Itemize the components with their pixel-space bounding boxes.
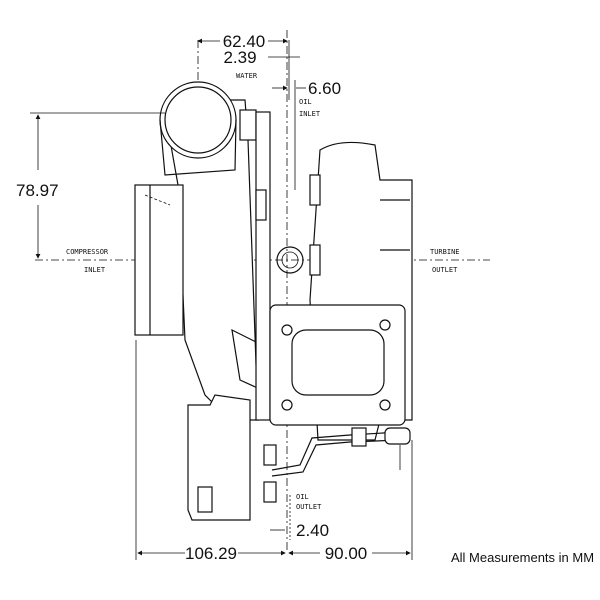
label-oil-inlet-2: INLET bbox=[299, 110, 321, 118]
label-compressor: COMPRESSOR bbox=[66, 248, 109, 256]
compressor-housing bbox=[134, 81, 263, 421]
center-housing bbox=[255, 111, 304, 421]
turbine-housing bbox=[269, 141, 413, 441]
dim-78-97: 78.97 bbox=[16, 181, 59, 200]
measurement-note: All Measurements in MM bbox=[451, 550, 594, 565]
dim-6-60: 6.60 bbox=[308, 79, 341, 98]
oil-port-circle bbox=[276, 246, 304, 274]
oil-outlet-assembly bbox=[187, 394, 411, 521]
label-water: WATER bbox=[236, 72, 258, 80]
dim-2-39: 2.39 bbox=[223, 48, 256, 67]
dim-90-00: 90.00 bbox=[325, 544, 368, 563]
dim-106-29: 106.29 bbox=[185, 544, 237, 563]
dim-2-40: 2.40 bbox=[296, 521, 329, 540]
dim-62-40: 62.40 bbox=[223, 32, 266, 51]
label-oil-outlet-2: OUTLET bbox=[296, 503, 322, 511]
label-inlet: INLET bbox=[84, 266, 106, 274]
label-oil-inlet-1: OIL bbox=[299, 98, 312, 106]
label-turbine: TURBINE bbox=[430, 248, 460, 256]
label-oil-outlet-1: OIL bbox=[296, 493, 309, 501]
label-outlet: OUTLET bbox=[432, 266, 458, 274]
turbine-flange bbox=[269, 304, 406, 426]
